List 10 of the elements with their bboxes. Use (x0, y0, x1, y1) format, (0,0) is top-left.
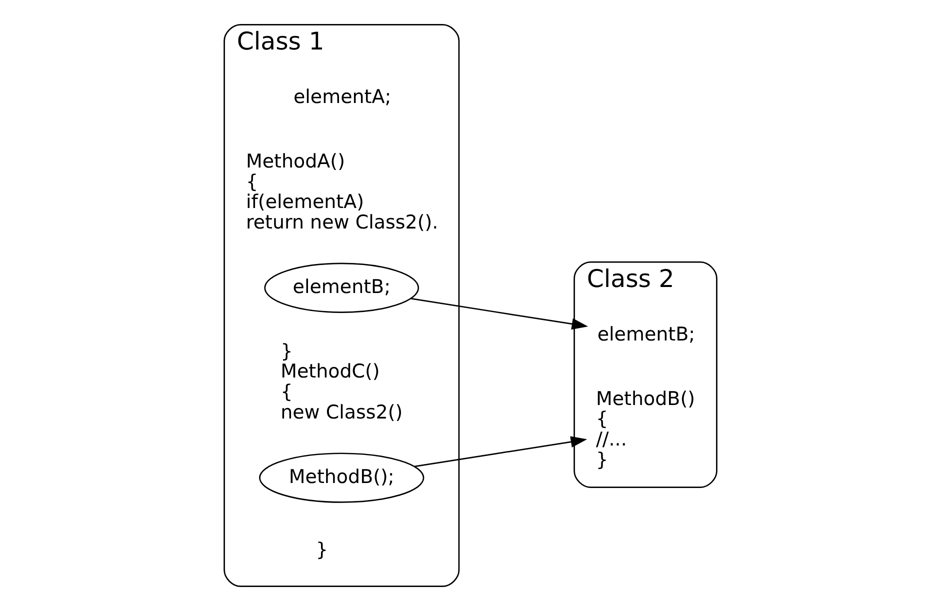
node-text: elementA; (292, 86, 391, 108)
arrow (414, 436, 587, 468)
node-ellipse: MethodB(); (258, 452, 424, 503)
node-ellipse: elementB; (264, 262, 419, 313)
node-text: MethodA() { if(elementA) return new Class2(). (245, 150, 438, 234)
arrow (410, 298, 588, 330)
node-text: elementB; (596, 323, 695, 346)
node-text: } MethodC() { new Class2() (280, 340, 402, 424)
node-text: } (315, 539, 328, 562)
node-text: MethodB() { //... } (595, 388, 695, 471)
